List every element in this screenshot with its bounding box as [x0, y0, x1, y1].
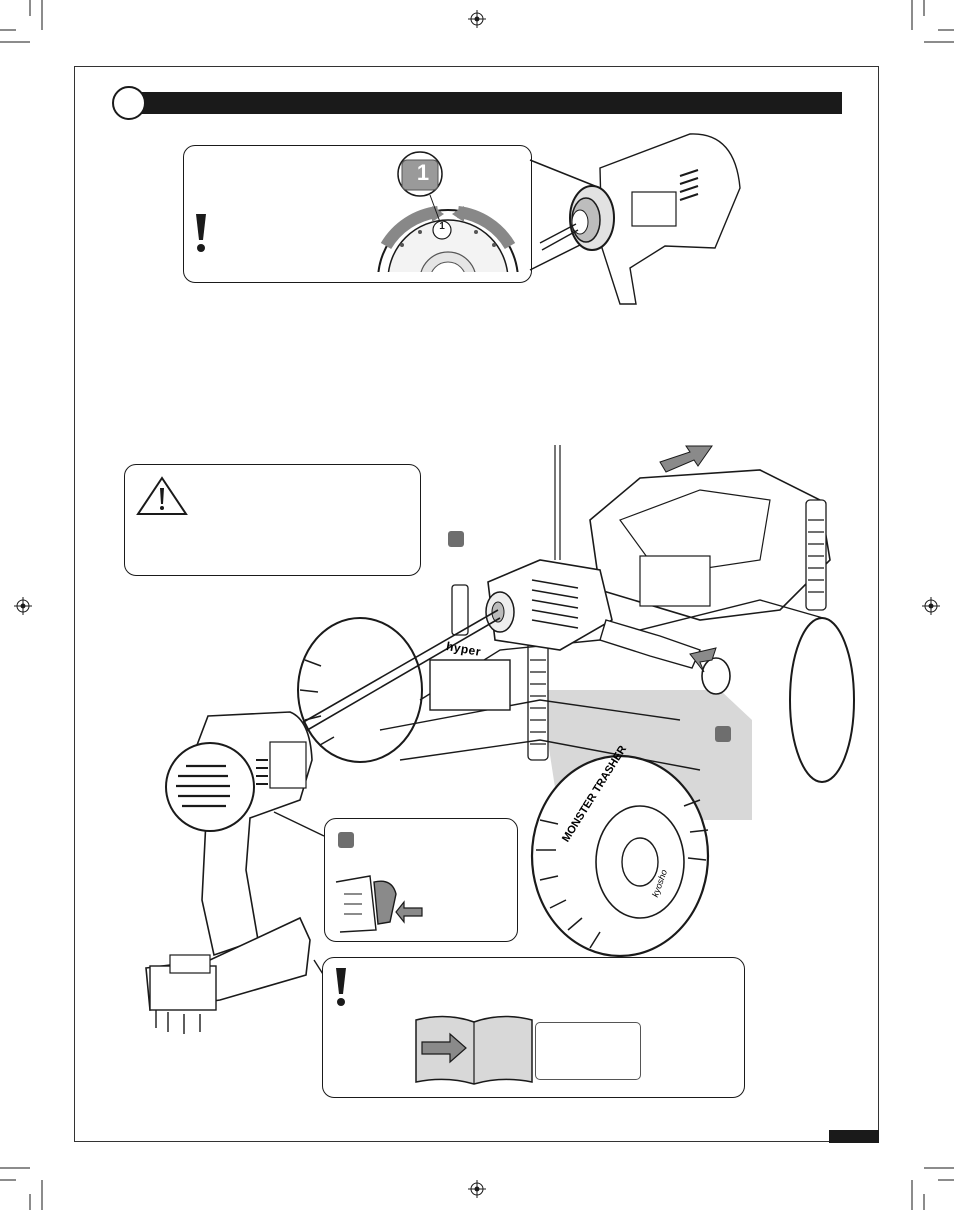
- step-header-bar: [130, 92, 842, 114]
- page-number-tab: [829, 1130, 879, 1143]
- step-tag-b: [715, 726, 731, 742]
- warning-triangle-icon: [136, 476, 188, 515]
- registration-mark-icon: [14, 597, 32, 615]
- registration-mark-icon: [922, 597, 940, 615]
- arrow-icon: [421, 1032, 467, 1064]
- manual-reference-label: [535, 1022, 641, 1080]
- dial-setting-label: 1: [416, 160, 430, 185]
- step-tag-a: [448, 531, 464, 547]
- starter-upper-illustration: [539, 133, 741, 305]
- registration-mark-icon: [468, 10, 486, 28]
- attention-exclamation-icon: [196, 214, 206, 252]
- step-number-circle: [112, 86, 146, 120]
- dial-setting-label-small: 1: [439, 221, 445, 232]
- attention-exclamation-icon: [336, 968, 346, 1006]
- page-frame: [74, 66, 879, 1142]
- dial-illustration: [377, 151, 519, 272]
- registration-mark-icon: [468, 1180, 486, 1198]
- manual-reference-callout: [322, 957, 745, 1098]
- step-tag-c: [338, 832, 354, 848]
- warning-callout: [124, 464, 421, 576]
- trigger-illustration: [335, 875, 423, 933]
- book-icon: [415, 1015, 533, 1085]
- trigger-detail-callout: [324, 818, 518, 942]
